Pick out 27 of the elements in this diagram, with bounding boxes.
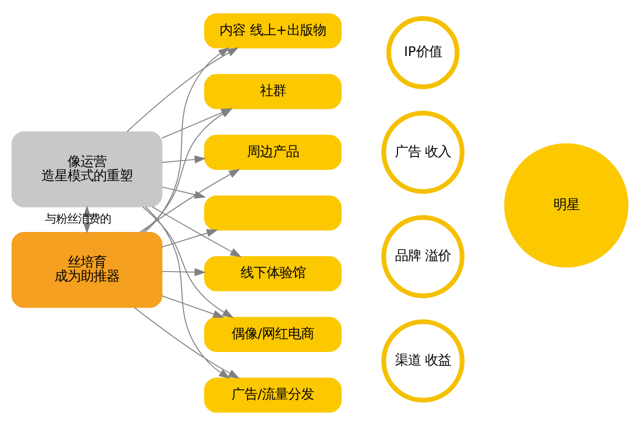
arrow [144,47,230,233]
node-circle: 品牌 溢价 [381,215,464,298]
node-box: 周边产品 [204,134,342,170]
arrow [142,206,234,318]
arrow [162,295,224,318]
arrow [162,186,206,199]
node-box: 广告/流量分发 [204,378,342,413]
arrow [139,168,240,233]
node-circle: 广告 收入 [381,110,464,194]
node-box [204,195,342,231]
edge-label: 与粉丝消费的 [44,212,111,226]
arrow [162,156,206,164]
arrow [162,229,218,248]
node-box: 社群 [204,74,342,110]
arrow [134,307,240,379]
node-box: 内容 线上+出版物 [204,13,342,48]
node-box: 丝培育 成为助推器 [12,232,162,308]
node-box: 像运营 造星模式的重塑 [12,131,162,208]
node-circle: 明星 [504,143,628,268]
arrow [145,206,230,379]
node-circle: 渠道 收益 [381,319,464,403]
arrow [126,47,239,132]
node-box: 线下体验馆 [204,256,342,292]
arrow [162,268,206,276]
node-box: 偶像/网红电商 [204,316,342,352]
arrow [152,206,242,258]
node-circle: IP价值 [386,16,460,90]
